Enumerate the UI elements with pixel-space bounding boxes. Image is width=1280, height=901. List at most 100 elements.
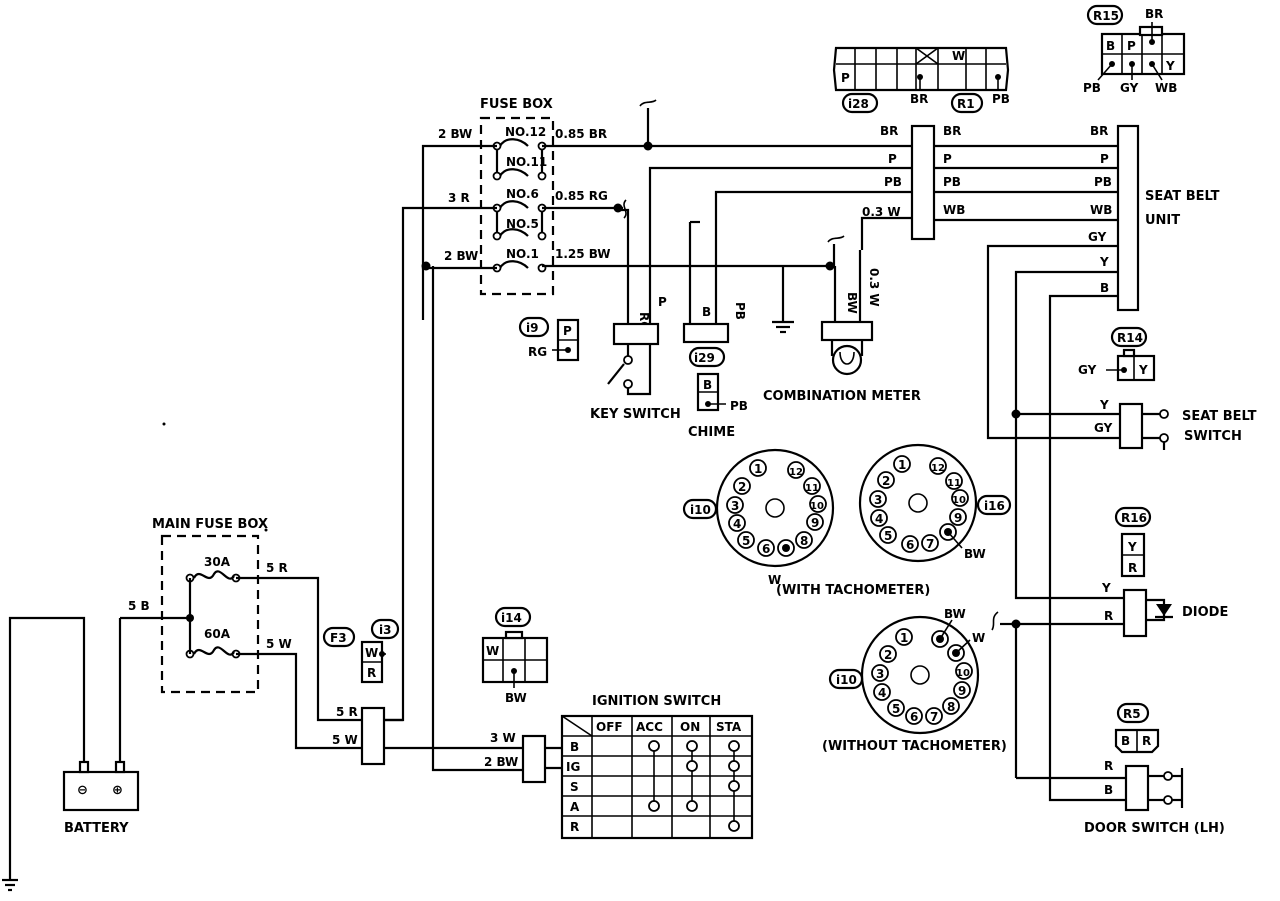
battery-label: BATTERY <box>64 821 129 836</box>
sbs-pin-gy: GY <box>1094 421 1113 435</box>
fuse-label-no12: NO.12 <box>505 125 546 139</box>
diode: Y R DIODE <box>991 581 1228 780</box>
ign-row-b: B <box>570 740 579 754</box>
conn-left-br: BR <box>880 124 898 138</box>
diode-pin-y: Y <box>1101 581 1111 595</box>
connector-r15: R15 BR B P Y PB GY WB <box>1083 4 1186 95</box>
seat-belt-unit: SEAT BELT UNIT BR P PB WB GY Y B <box>934 124 1220 802</box>
conn-right-br: BR <box>943 124 961 138</box>
wire-label-085br: 0.85 BR <box>555 127 607 141</box>
seat-belt-unit-label-2: UNIT <box>1145 213 1180 228</box>
r5-pin-b: B <box>1121 734 1130 748</box>
main-output-wires: 5 R 5 W 5 R 5 W 3 W 2 BW <box>236 561 562 784</box>
connector-block <box>910 124 936 241</box>
ign-row-ig: IG <box>566 760 580 774</box>
connector-label-i10: i10 <box>690 503 711 517</box>
svg-text:12: 12 <box>789 467 803 478</box>
r15-pin-y: Y <box>1165 59 1175 73</box>
connector-label-i9: i9 <box>526 321 538 335</box>
conn-right-p: P <box>943 152 952 166</box>
battery-body <box>62 770 140 812</box>
connector-label-i29: i29 <box>694 351 715 365</box>
seat-belt-switch-label-1: SEAT BELT <box>1182 409 1257 424</box>
fuse-symbol-11 <box>499 168 529 177</box>
door-pin-b: B <box>1104 783 1113 797</box>
with-tachometer-label: (WITH TACHOMETER) <box>776 583 930 598</box>
svg-text:12: 12 <box>931 463 945 474</box>
connector-i28-r1: P W BR PB i28 R1 <box>832 46 1010 114</box>
i14-pin-w: W <box>486 644 499 658</box>
wire-label-2bw-bottom: 2 BW <box>444 249 478 263</box>
fuse-label-no11: NO.11 <box>506 155 547 169</box>
seat-belt-switch: Y GY SEAT BELT SWITCH <box>1011 398 1257 450</box>
r15-label-br: BR <box>1145 7 1163 21</box>
i28-pin-w: W <box>952 49 965 63</box>
wire-label-b-vert: B <box>702 305 711 319</box>
connector-i9: i9 P RG <box>518 316 580 362</box>
wire-label-2bw-top: 2 BW <box>438 127 472 141</box>
connector-r5: R5 B R <box>1114 702 1160 754</box>
wire-label-main-5r: 5 R <box>266 561 288 575</box>
wire-label-3r: 3 R <box>448 191 470 205</box>
wire-label-conn-5r: 5 R <box>336 705 358 719</box>
svg-text:9: 9 <box>954 511 962 525</box>
connector-label-r5: R5 <box>1123 707 1141 721</box>
svg-text:6: 6 <box>910 710 918 724</box>
ign-col-acc: ACC <box>636 720 663 734</box>
connector-label-r16: R16 <box>1121 511 1147 525</box>
connector-label-i10b: i10 <box>836 673 857 687</box>
wire-label-pb-vert: PB <box>733 302 747 320</box>
unit-pin-br: BR <box>1090 124 1108 138</box>
fuse-symbol-12 <box>499 138 529 147</box>
fuse-symbol-5 <box>499 228 529 237</box>
diode-pin-r: R <box>1104 609 1113 623</box>
svg-text:5: 5 <box>892 702 900 716</box>
fuse-symbol-1 <box>499 260 529 269</box>
combination-meter: COMBINATION METER <box>763 320 921 404</box>
svg-text:4: 4 <box>875 512 883 526</box>
unit-pin-y: Y <box>1099 255 1109 269</box>
conn-left-p: P <box>888 152 897 166</box>
main-fuse-box-title: MAIN FUSE BOX <box>152 517 268 532</box>
chime-connector: i29 B PB CHIME <box>682 322 748 440</box>
i9-label-rg: RG <box>528 345 547 359</box>
r15-label-pb: PB <box>1083 81 1101 95</box>
conn-left-03w: 0.3 W <box>862 205 901 219</box>
fuse-box-outline <box>479 116 555 296</box>
key-switch-label: KEY SWITCH <box>590 407 681 422</box>
ign-row-r: R <box>570 820 579 834</box>
i28-label-pb: PB <box>992 92 1010 106</box>
connector-f3-i3: F3 i3 W R <box>322 618 400 684</box>
svg-text:10: 10 <box>810 501 824 512</box>
svg-text:2: 2 <box>884 648 892 662</box>
battery-terminal-positive: ⊕ <box>112 783 123 798</box>
i29-label-pb: PB <box>730 399 748 413</box>
svg-text:4: 4 <box>733 517 741 531</box>
door-pin-r: R <box>1104 759 1113 773</box>
i28-pin-p: P <box>841 71 850 85</box>
fuse-box-output-wires: 0.85 BR 0.85 RG 1.25 BW <box>542 99 912 271</box>
wire-label-085rg: 0.85 RG <box>555 189 608 203</box>
r5-pin-r: R <box>1142 734 1151 748</box>
battery: ⊖ ⊕ BATTERY 5 B <box>2 599 150 892</box>
ign-row-a: A <box>570 800 580 814</box>
seat-belt-switch-label-2: SWITCH <box>1184 429 1242 444</box>
fuse-30a-symbol <box>193 570 235 580</box>
key-switch: KEY SWITCH <box>590 322 681 422</box>
svg-text:11: 11 <box>947 478 961 489</box>
connector-label-r14: R14 <box>1117 331 1143 345</box>
svg-text:1: 1 <box>898 458 906 472</box>
svg-text:8: 8 <box>800 534 808 548</box>
i9-pin-p: P <box>563 324 572 338</box>
connector-i14: i14 W BW <box>481 606 549 705</box>
wire-label-main-5b: 5 B <box>128 599 150 613</box>
center-wires: RG P B PB BW 0.3 W <box>620 166 912 334</box>
connector-label-r15: R15 <box>1093 9 1119 23</box>
unit-pin-pb: PB <box>1094 175 1112 189</box>
main-fuse-60a: 60A <box>204 627 231 641</box>
i14-label-bw: BW <box>505 691 527 705</box>
i10b-label-w: W <box>972 631 985 645</box>
svg-text:3: 3 <box>874 493 882 507</box>
ign-col-sta: STA <box>716 720 742 734</box>
